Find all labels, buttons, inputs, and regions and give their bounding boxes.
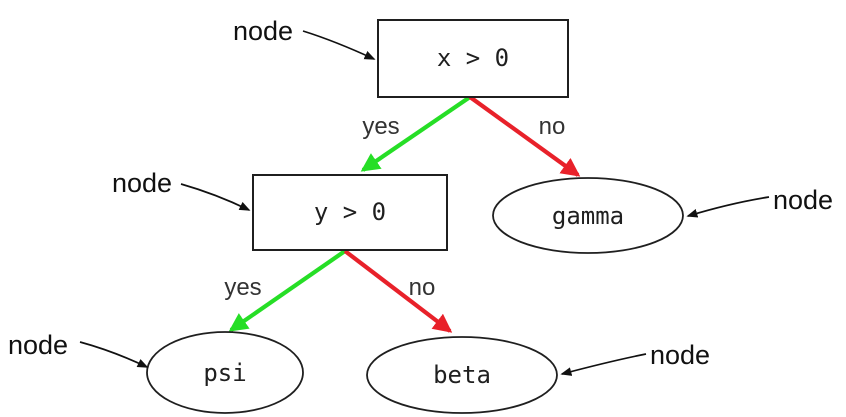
annotation-arrow-psi [79,341,149,368]
beta-leaf-node-label: beta [433,361,491,389]
edge-ycheck-no-arrow [343,249,453,333]
psi-leaf-node-ellipse [146,331,304,414]
annotation-arrow-beta [560,353,647,376]
beta-leaf-node-ellipse [366,336,558,414]
annotation-label-psi: node [8,330,68,360]
edge-label-no: no [409,274,436,301]
root-decision-node-label: x > 0 [437,44,509,72]
edge-label-yes: yes [224,274,261,301]
annotation-label-root: node [233,16,293,46]
edge-root-yes-arrow [360,95,472,172]
psi-leaf-node-label: psi [203,359,246,387]
ycheck-decision-node-box [252,174,448,251]
annotation-label-beta: node [650,340,710,370]
edge-ycheck-yes-arrow [228,249,347,332]
annotation-arrow-gamma [686,196,770,218]
gamma-leaf-node-label: gamma [552,202,624,230]
annotation-label-ycheck: node [112,168,172,198]
edge-label-no: no [539,113,566,140]
edge-root-no-arrow [468,95,581,177]
edge-label-yes: yes [362,113,399,140]
ycheck-decision-node-label: y > 0 [314,198,386,226]
annotation-arrow-root [302,30,376,60]
gamma-leaf-node-ellipse [492,177,684,254]
root-decision-node-box [377,19,569,98]
annotation-arrow-ycheck [180,183,251,211]
annotation-label-gamma: node [773,185,833,215]
